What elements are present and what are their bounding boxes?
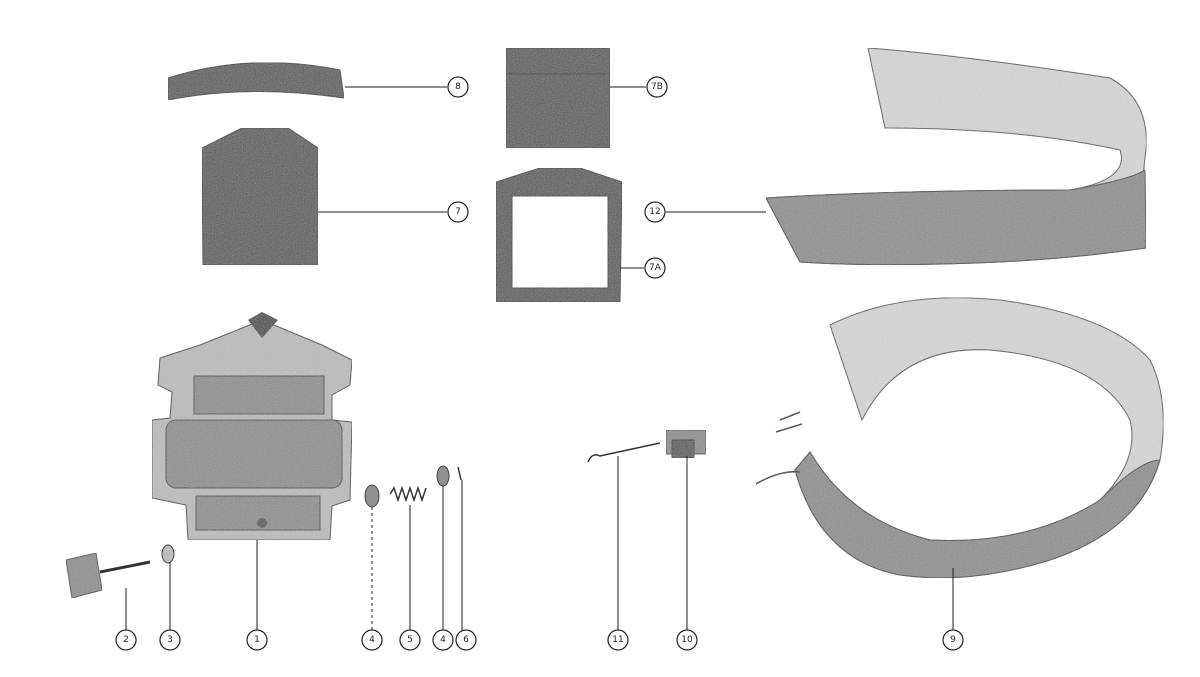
callout-9: 9 <box>942 629 964 651</box>
part-8-pad-strip <box>167 62 345 101</box>
callout-9-label: 9 <box>950 635 956 645</box>
part-6-pin <box>457 466 462 481</box>
callout-4-left: 4 <box>361 629 383 651</box>
callout-12: 12 <box>644 201 666 223</box>
part-3-washer <box>161 544 175 564</box>
part-12-band-shadow <box>765 169 1147 266</box>
part-7a-frame <box>495 167 623 303</box>
callout-7b-label: 7B <box>651 82 663 92</box>
callout-7a: 7A <box>644 257 666 279</box>
part-7-pad <box>201 127 319 266</box>
callout-3-label: 3 <box>167 635 173 645</box>
callout-10: 10 <box>676 629 698 651</box>
callout-2: 2 <box>115 629 137 651</box>
callout-8-label: 8 <box>455 82 461 92</box>
callout-8: 8 <box>447 76 469 98</box>
callout-4-right-label: 4 <box>440 635 446 645</box>
part-4-washer-left <box>364 484 380 508</box>
callout-7: 7 <box>447 201 469 223</box>
leader-lines <box>125 86 954 630</box>
callout-11-label: 11 <box>612 635 623 645</box>
part-5-spring <box>389 485 427 503</box>
callout-2-label: 2 <box>123 635 129 645</box>
callout-3: 3 <box>159 629 181 651</box>
callout-4-left-label: 4 <box>369 635 375 645</box>
callout-7b: 7B <box>646 76 668 98</box>
callout-7a-label: 7A <box>649 263 662 273</box>
part-2-screw <box>65 552 151 599</box>
callout-1: 1 <box>246 629 268 651</box>
callout-10-label: 10 <box>681 635 693 645</box>
callout-12-label: 12 <box>649 207 660 217</box>
callout-6-label: 6 <box>463 635 469 645</box>
part-7b-pad <box>505 47 611 149</box>
callout-7-label: 7 <box>455 207 461 217</box>
part-11-wire <box>587 442 661 463</box>
part-4-washer-right <box>436 465 450 487</box>
callout-5: 5 <box>399 629 421 651</box>
part-10-connector <box>665 429 707 459</box>
part-9-band <box>755 297 1164 579</box>
callout-1-label: 1 <box>254 635 260 645</box>
callout-5-label: 5 <box>407 635 413 645</box>
callout-4-right: 4 <box>432 629 454 651</box>
callout-11: 11 <box>607 629 629 651</box>
part-1-housing <box>151 312 353 541</box>
callout-6: 6 <box>455 629 477 651</box>
